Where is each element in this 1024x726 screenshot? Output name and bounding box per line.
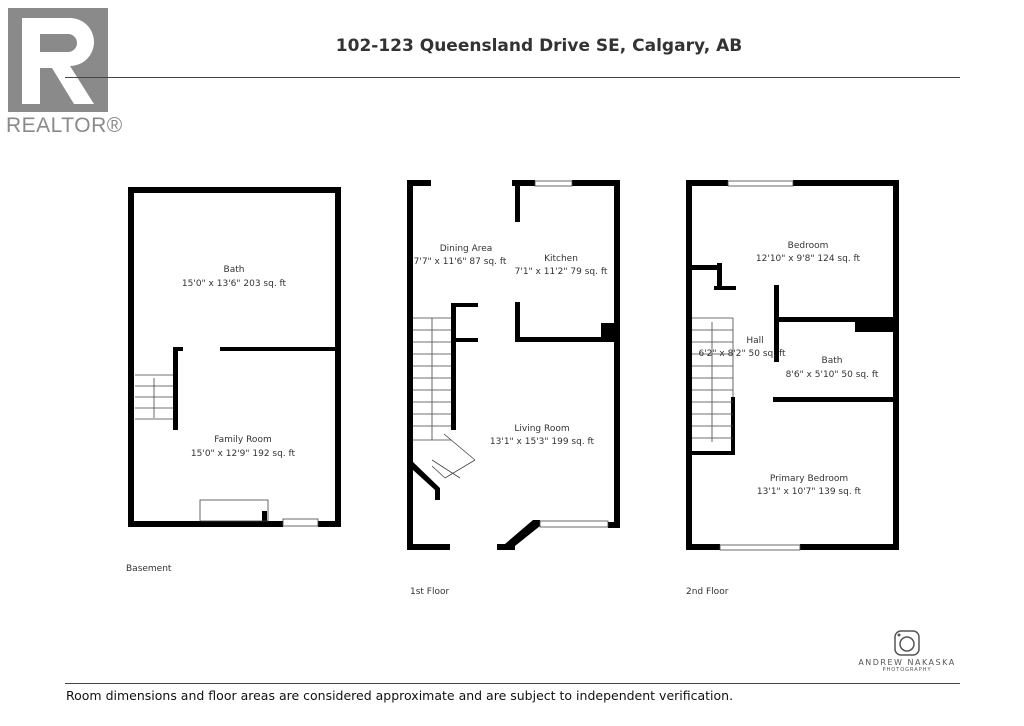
header-divider xyxy=(65,77,960,78)
room-name: Bath xyxy=(224,265,245,275)
floor-label: Basement xyxy=(126,564,172,574)
second-floor-plan xyxy=(686,180,899,551)
room-dims: 13'1" x 10'7" 139 sq. ft xyxy=(757,487,862,497)
disclaimer: Room dimensions and floor areas are cons… xyxy=(66,688,734,703)
room-dims: 12'10" x 9'8" 124 sq. ft xyxy=(756,254,861,264)
room-dims: 6'2" x 8'2" 50 sq. ft xyxy=(698,349,785,359)
room-dims: 13'1" x 15'3" 199 sq. ft xyxy=(490,437,595,447)
photographer-name: ANDREW NAKASKA xyxy=(858,658,956,667)
page-title: 102-123 Queensland Drive SE, Calgary, AB xyxy=(335,36,743,56)
realtor-r-icon xyxy=(22,18,94,104)
room-labels: Bath 15'0" x 13'6" 203 sq. ft Family Roo… xyxy=(126,241,879,597)
footer-divider xyxy=(65,683,960,684)
room-dims: 15'0" x 12'9" 192 sq. ft xyxy=(191,449,296,459)
photographer-sub: PHOTOGRAPHY xyxy=(882,667,932,673)
room-name: Family Room xyxy=(214,435,271,445)
realtor-logo xyxy=(8,8,108,112)
room-name: Dining Area xyxy=(440,244,493,254)
room-name: Primary Bedroom xyxy=(770,474,848,484)
first-floor-plan xyxy=(407,180,620,550)
room-dims: 15'0" x 13'6" 203 sq. ft xyxy=(182,279,287,289)
floor-label: 2nd Floor xyxy=(686,587,729,597)
room-name: Hall xyxy=(746,336,763,346)
photographer-logo: ANDREW NAKASKA PHOTOGRAPHY xyxy=(852,630,962,673)
room-dims: 7'7" x 11'6" 87 sq. ft xyxy=(414,257,507,267)
room-name: Bedroom xyxy=(788,241,829,251)
basement-plan xyxy=(128,187,341,527)
room-dims: 7'1" x 11'2" 79 sq. ft xyxy=(515,267,608,277)
room-name: Bath xyxy=(822,356,843,366)
room-dims: 8'6" x 5'10" 50 sq. ft xyxy=(786,370,879,380)
room-name: Kitchen xyxy=(544,254,578,264)
camera-icon xyxy=(894,630,920,656)
realtor-logo-text: REALTOR® xyxy=(6,114,123,137)
room-name: Living Room xyxy=(514,424,569,434)
floor-label: 1st Floor xyxy=(410,587,449,597)
